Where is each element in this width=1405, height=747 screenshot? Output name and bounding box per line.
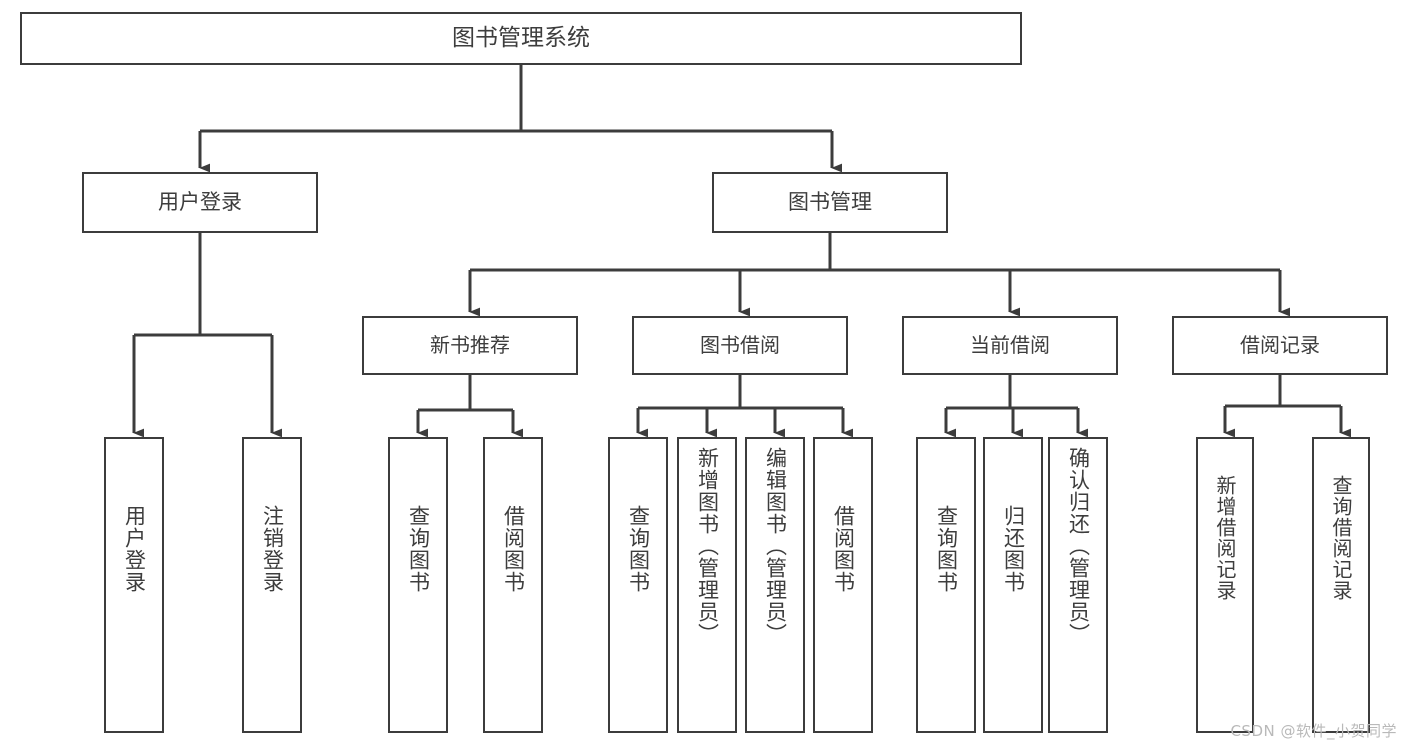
leaf-user-login-login-label: 用户登录 <box>122 505 147 593</box>
leaf-book-borrow-borrow-label: 借阅图书 <box>831 505 856 593</box>
node-book-management-label: 图书管理 <box>788 189 872 214</box>
leaf-user-login-logout[interactable]: 注销登录 <box>242 437 302 733</box>
leaf-current-borrow-return-label: 归还图书 <box>1001 505 1026 593</box>
leaf-current-borrow-query-label: 查询图书 <box>934 505 959 593</box>
leaf-book-borrow-add-label: 新增图书（管理员） <box>695 447 720 645</box>
leaf-current-borrow-return[interactable]: 归还图书 <box>983 437 1043 733</box>
node-root-system[interactable]: 图书管理系统 <box>20 12 1022 65</box>
node-new-book-recommend-label: 新书推荐 <box>430 333 510 358</box>
leaf-user-login-logout-label: 注销登录 <box>260 505 285 593</box>
leaf-new-book-query[interactable]: 查询图书 <box>388 437 448 733</box>
leaf-book-borrow-edit[interactable]: 编辑图书（管理员） <box>745 437 805 733</box>
leaf-new-book-borrow-label: 借阅图书 <box>501 505 526 593</box>
leaf-borrow-record-add[interactable]: 新增借阅记录 <box>1196 437 1254 733</box>
leaf-new-book-query-label: 查询图书 <box>406 505 431 593</box>
node-book-management[interactable]: 图书管理 <box>712 172 948 233</box>
leaf-new-book-borrow[interactable]: 借阅图书 <box>483 437 543 733</box>
leaf-borrow-record-add-label: 新增借阅记录 <box>1213 475 1237 601</box>
leaf-current-borrow-query[interactable]: 查询图书 <box>916 437 976 733</box>
leaf-current-borrow-confirm[interactable]: 确认归还（管理员） <box>1048 437 1108 733</box>
node-user-login[interactable]: 用户登录 <box>82 172 318 233</box>
node-new-book-recommend[interactable]: 新书推荐 <box>362 316 578 375</box>
node-book-borrow[interactable]: 图书借阅 <box>632 316 848 375</box>
node-borrow-record-label: 借阅记录 <box>1240 333 1320 358</box>
leaf-borrow-record-query-label: 查询借阅记录 <box>1329 475 1353 601</box>
leaf-book-borrow-borrow[interactable]: 借阅图书 <box>813 437 873 733</box>
leaf-book-borrow-edit-label: 编辑图书（管理员） <box>763 447 788 645</box>
leaf-user-login-login[interactable]: 用户登录 <box>104 437 164 733</box>
leaf-book-borrow-add[interactable]: 新增图书（管理员） <box>677 437 737 733</box>
node-current-borrow-label: 当前借阅 <box>970 333 1050 358</box>
node-current-borrow[interactable]: 当前借阅 <box>902 316 1118 375</box>
leaf-borrow-record-query[interactable]: 查询借阅记录 <box>1312 437 1370 733</box>
node-book-borrow-label: 图书借阅 <box>700 333 780 358</box>
watermark-text: CSDN @软件_小贺同学 <box>1230 722 1397 740</box>
node-borrow-record[interactable]: 借阅记录 <box>1172 316 1388 375</box>
leaf-current-borrow-confirm-label: 确认归还（管理员） <box>1066 447 1091 645</box>
node-user-login-label: 用户登录 <box>158 189 242 214</box>
leaf-book-borrow-query[interactable]: 查询图书 <box>608 437 668 733</box>
node-root-label: 图书管理系统 <box>452 24 590 51</box>
leaf-book-borrow-query-label: 查询图书 <box>626 505 651 593</box>
